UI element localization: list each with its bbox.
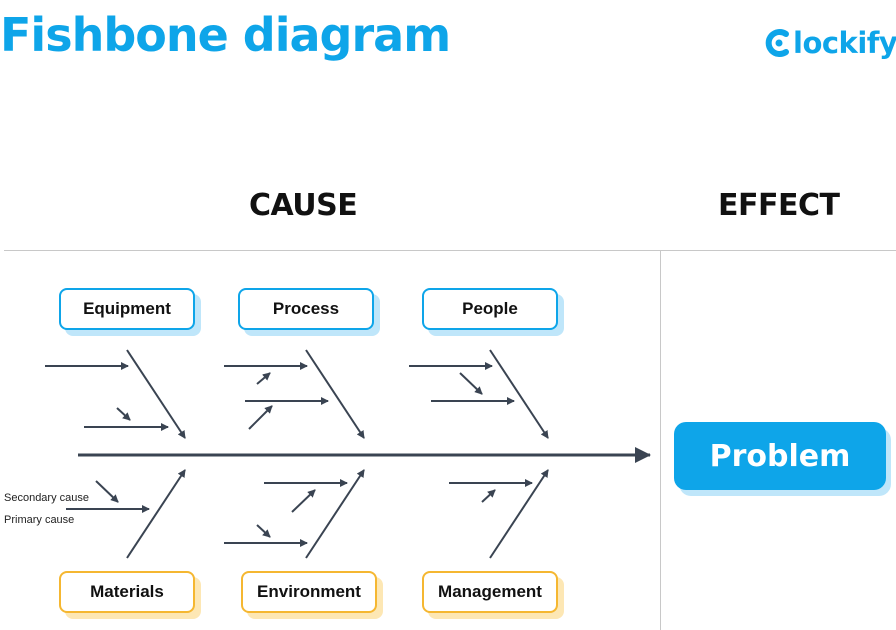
secondary-cause-arrow: [256, 372, 271, 385]
bone-materials: [126, 469, 186, 559]
bone-equipment: [126, 349, 186, 439]
effect-problem-box: Problem: [674, 422, 886, 490]
bone-management: [489, 469, 549, 559]
effect-heading: EFFECT: [718, 188, 840, 223]
secondary-cause-arrow: [95, 480, 119, 503]
cause-heading: CAUSE: [249, 188, 358, 223]
secondary-cause-arrow: [256, 524, 271, 538]
category-people: People: [422, 288, 558, 330]
category-process: Process: [238, 288, 374, 330]
primary-cause-label: Primary cause: [4, 514, 75, 526]
bone-people: [489, 349, 549, 439]
logo-text: lockify: [793, 26, 896, 60]
secondary-cause-arrow: [116, 407, 131, 421]
secondary-cause-label: Secondary cause: [4, 492, 89, 504]
bone-environment: [305, 469, 365, 559]
page-title: Fishbone diagram: [0, 8, 451, 62]
header-divider: [4, 250, 896, 251]
clockify-c-icon: [765, 29, 789, 57]
category-environment: Environment: [241, 571, 377, 613]
secondary-cause-arrow: [291, 489, 316, 513]
column-divider: [660, 250, 661, 630]
category-equipment: Equipment: [59, 288, 195, 330]
secondary-cause-arrow: [248, 405, 273, 430]
category-materials: Materials: [59, 571, 195, 613]
secondary-cause-arrow: [481, 489, 496, 503]
bone-process: [305, 349, 365, 439]
category-management: Management: [422, 571, 558, 613]
secondary-cause-arrow: [459, 372, 483, 395]
clockify-logo: lockify: [764, 22, 896, 64]
